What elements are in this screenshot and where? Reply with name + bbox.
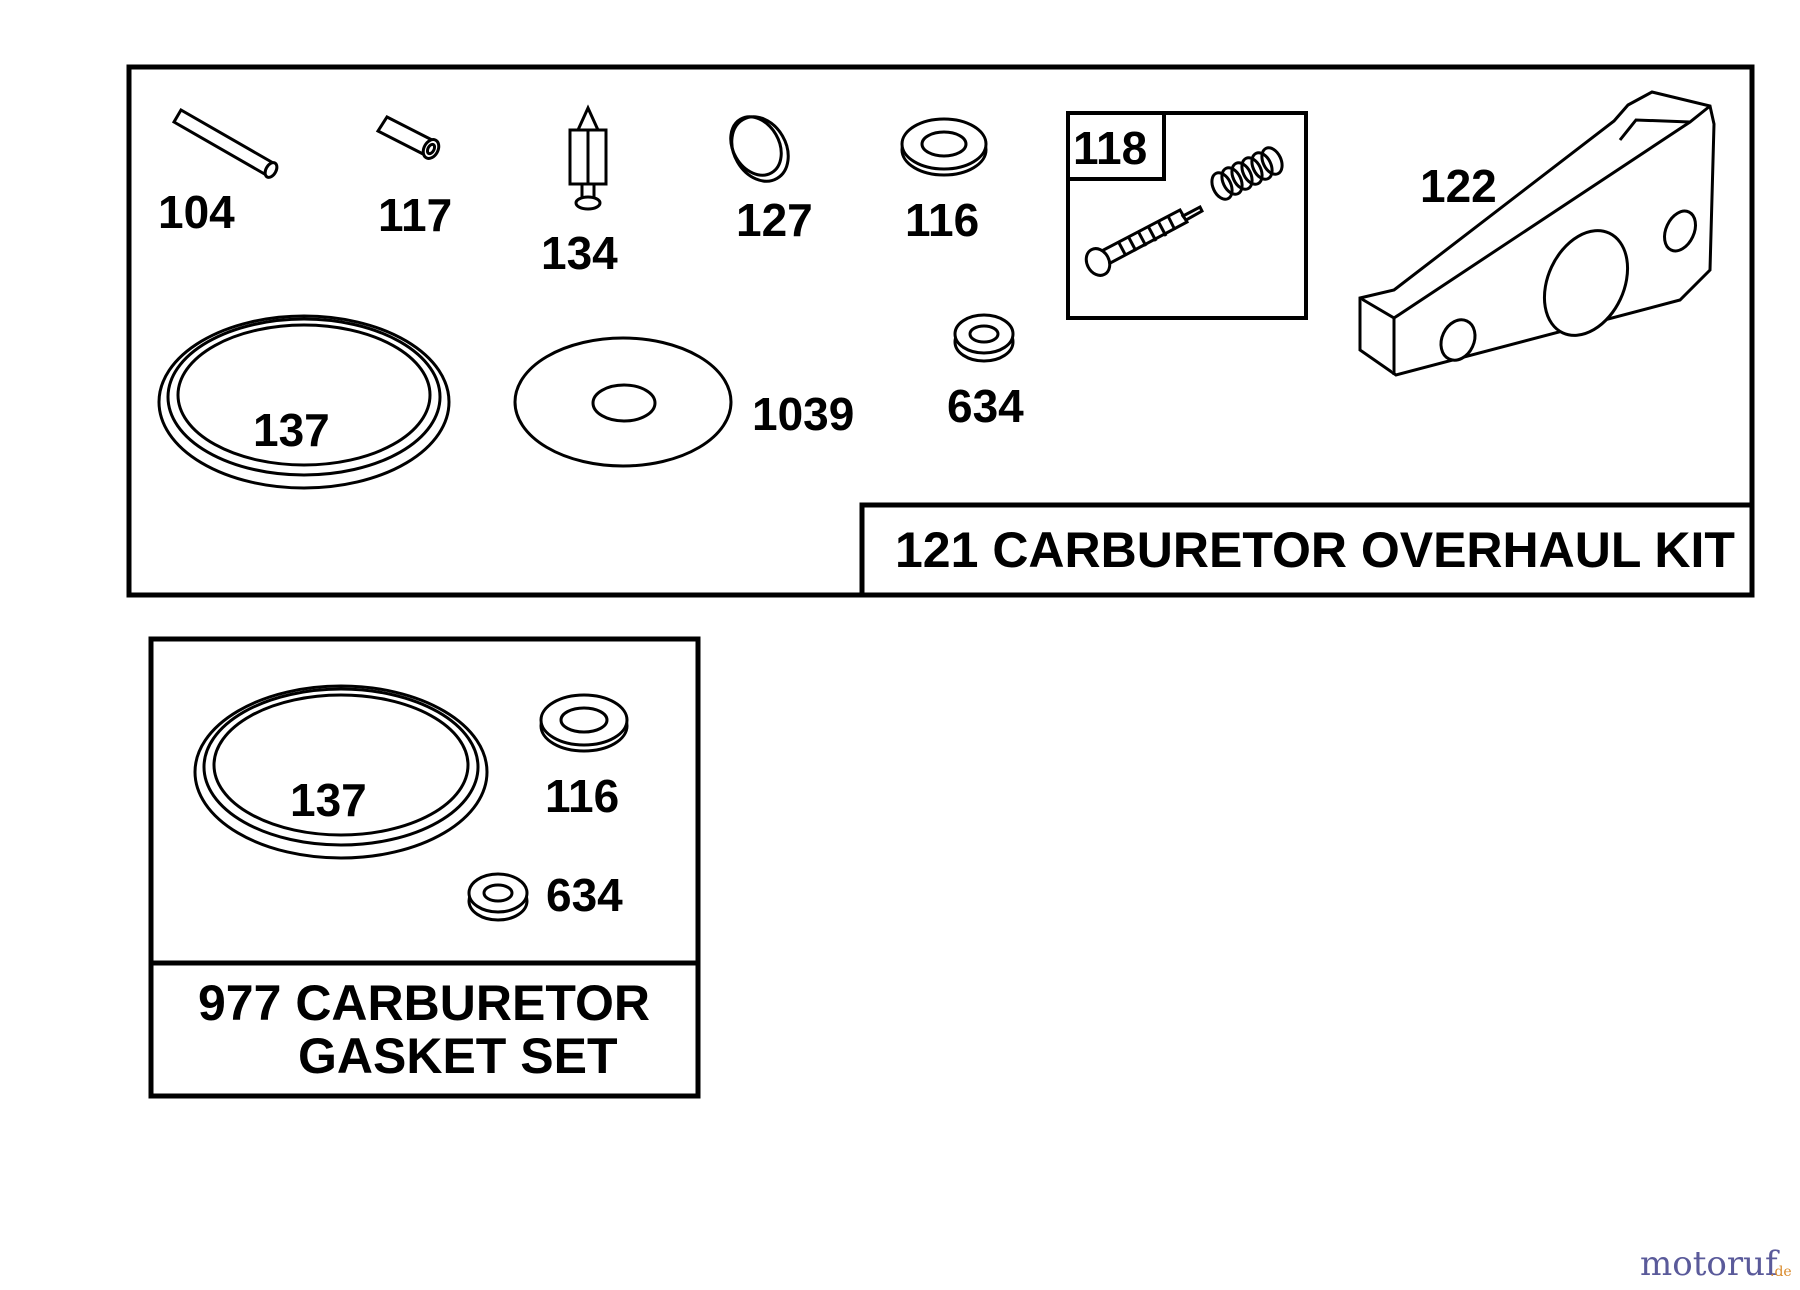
- part-104-label: 104: [158, 186, 235, 238]
- part-134-needle-icon: [568, 104, 608, 211]
- part-137-label: 137: [253, 404, 330, 456]
- part-118-spring-icon: [1210, 146, 1284, 201]
- part-104-pin-icon: [171, 107, 279, 179]
- part-117-label: 117: [378, 189, 452, 241]
- part-634-seal-icon: [953, 313, 1015, 363]
- part-116-washer-icon: [900, 117, 988, 177]
- gasket-set-title-line1: 977 CARBURETOR: [198, 975, 650, 1031]
- part-116-label: 116: [905, 194, 979, 246]
- part-118-label: 118: [1073, 122, 1147, 174]
- part-117-tube-icon: [375, 115, 441, 160]
- part-118-subpanel: 118: [1066, 111, 1308, 320]
- part-127-label: 127: [736, 194, 813, 246]
- part-134-label: 134: [541, 227, 618, 279]
- gasket-set-title-line2: GASKET SET: [298, 1028, 617, 1084]
- part-118-screw-icon: [1084, 204, 1204, 277]
- gasket-set-panel: 137 116 634 977 CARBURETOR GASKET SET: [148, 636, 701, 1099]
- overhaul-kit-title-box: [859, 502, 1755, 598]
- overhaul-kit-title: 121 CARBURETOR OVERHAUL KIT: [895, 522, 1735, 578]
- part-122-label: 122: [1420, 160, 1497, 212]
- gasket-set-116-label: 116: [545, 770, 619, 822]
- part-634-label: 634: [947, 380, 1024, 432]
- part-127-plug-icon: [729, 115, 790, 183]
- part-122-gasket-icon: [1358, 90, 1716, 377]
- gasket-set-137-label: 137: [290, 774, 367, 826]
- part-137-ring-icon: [157, 314, 451, 490]
- gasket-set-frame: [148, 636, 701, 1099]
- part-1039-label: 1039: [752, 388, 854, 440]
- motoruf-watermark-logo: motoruf .de: [1640, 1244, 1792, 1284]
- gasket-set-washer-icon: [539, 693, 629, 753]
- part-1039-disc-icon: [513, 336, 733, 468]
- watermark-brand: motoruf: [1640, 1244, 1780, 1284]
- overhaul-kit-panel: 104 117 134 127 116: [126, 64, 1755, 598]
- gasket-set-ring-icon: [193, 684, 489, 860]
- gasket-set-634-label: 634: [546, 869, 623, 921]
- watermark-tld: .de: [1770, 1264, 1792, 1280]
- gasket-set-seal-icon: [467, 872, 529, 922]
